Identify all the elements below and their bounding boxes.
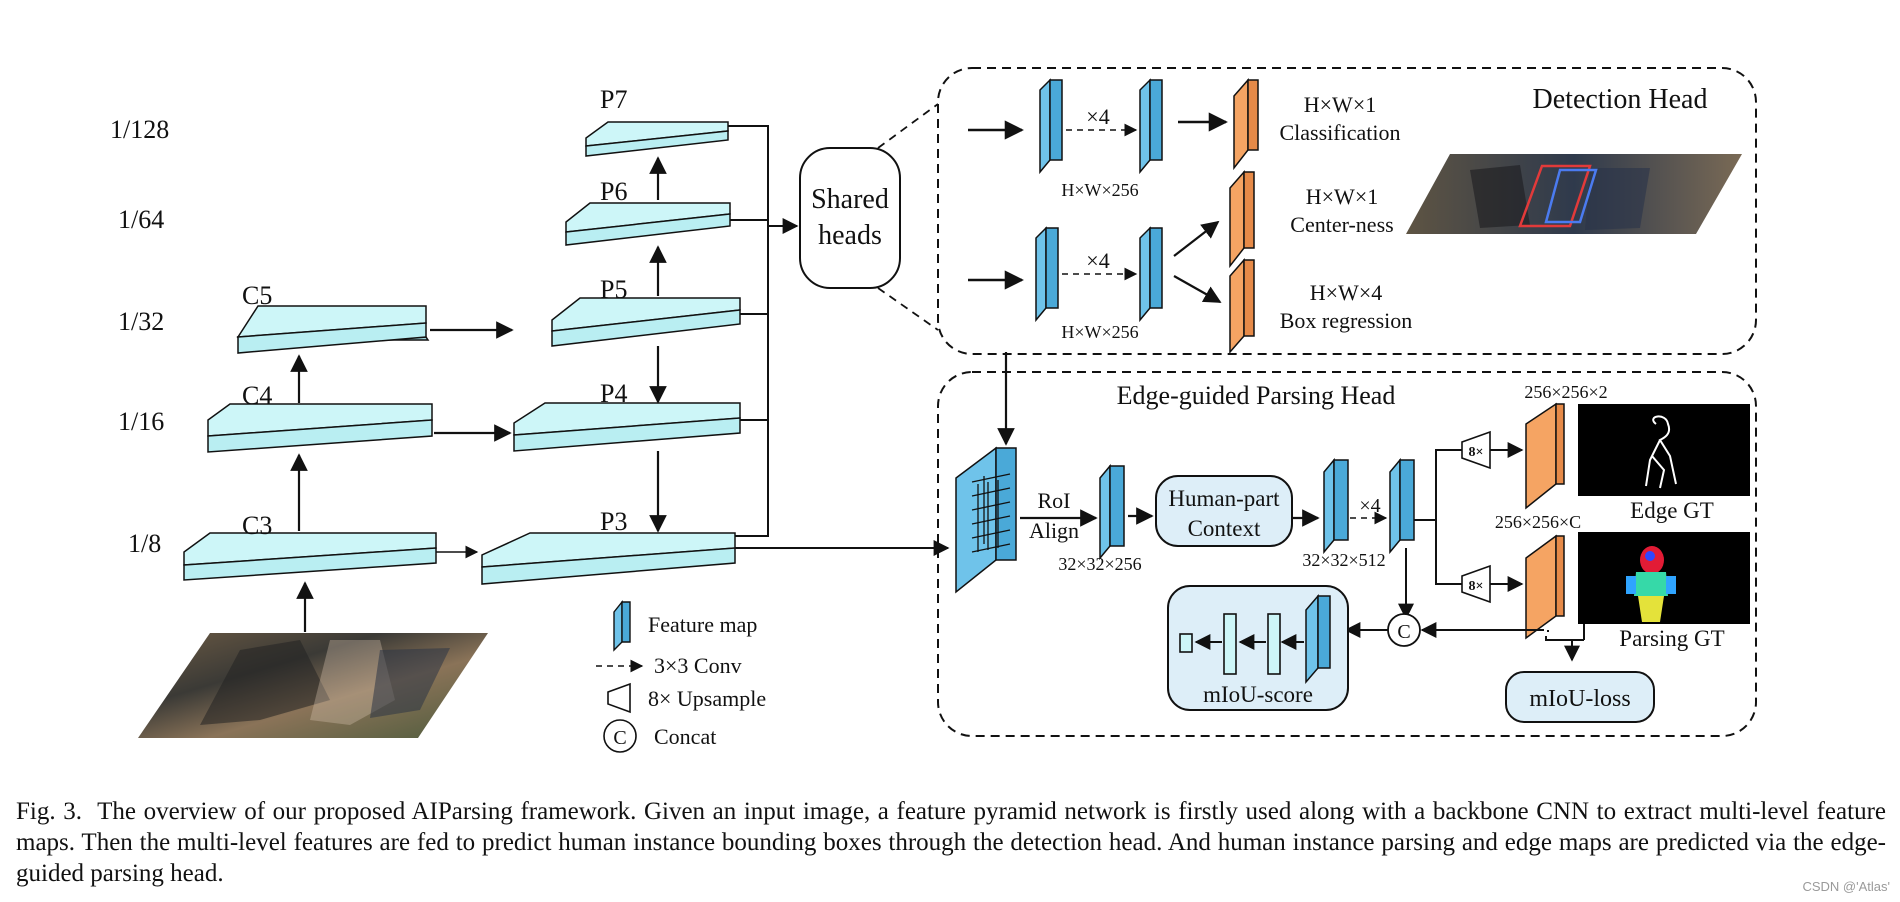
- feature-map: [1323, 457, 1335, 555]
- detection-output-image: [1406, 154, 1742, 234]
- legend-feature-map-icon: [613, 600, 623, 652]
- backbone-label: C4: [242, 381, 272, 410]
- scale-label: 1/128: [110, 115, 169, 144]
- concat-symbol: C: [1397, 621, 1410, 643]
- miou-score-box: [1167, 585, 1349, 711]
- feature-map: [1305, 593, 1319, 685]
- fpn-p3: [481, 532, 736, 585]
- input-image: [138, 633, 488, 738]
- fpn-p5: [551, 297, 741, 347]
- legend-feature-map: Feature map: [648, 612, 757, 637]
- roi-align-line2: Align: [1029, 518, 1079, 543]
- edge-output-map: [1525, 402, 1557, 510]
- shared-heads-line2: heads: [818, 220, 882, 251]
- feature-map: [1389, 457, 1401, 555]
- roi-align-line1: RoI: [1038, 488, 1071, 513]
- output-map: [1229, 258, 1245, 354]
- output-map: [1229, 170, 1245, 269]
- cls-dim: H×W×1: [1304, 92, 1376, 117]
- backbone-label: C5: [242, 281, 272, 310]
- scale-label: 1/16: [118, 407, 164, 436]
- backbone-c4: [207, 403, 433, 453]
- miou-loss-box: [1505, 671, 1655, 723]
- figure-caption: Fig. 3. The overview of our proposed AIP…: [16, 796, 1886, 889]
- legend-concat-symbol: C: [613, 727, 626, 749]
- box-label: Box regression: [1280, 308, 1413, 333]
- scale-labels: 1/128 1/64 1/32 1/16 1/8: [110, 115, 169, 558]
- roi-dim: 32×32×256: [1058, 554, 1141, 574]
- ctr-dim: H×W×1: [1306, 184, 1378, 209]
- backbone-label: C3: [242, 511, 272, 540]
- legend-upsample-icon: [607, 682, 631, 714]
- miou-loss-label: mIoU-loss: [1529, 686, 1630, 712]
- pyramid-label: P6: [600, 177, 627, 206]
- edge-dim: 256×256×2: [1524, 382, 1607, 402]
- detection-dim: H×W×256: [1061, 322, 1138, 342]
- parsing-head: Edge-guided Parsing Head RoI Align 32×32…: [937, 371, 1757, 737]
- parsing-title: Edge-guided Parsing Head: [1117, 381, 1396, 410]
- pyramid-label: P5: [600, 275, 627, 304]
- roi-input-feature-map: [955, 446, 1017, 594]
- shared-heads-box: Shared heads: [799, 147, 901, 289]
- context-dim: 32×32×512: [1302, 550, 1385, 570]
- fc-layer: [1267, 613, 1281, 675]
- fc-layer: [1223, 613, 1237, 675]
- fpn-p7: [585, 121, 729, 157]
- detection-dim: H×W×256: [1061, 180, 1138, 200]
- cls-label: Classification: [1280, 120, 1401, 145]
- scale-label: 1/8: [128, 529, 161, 558]
- upsample-label: 8×: [1469, 579, 1484, 594]
- score-output: [1179, 633, 1193, 653]
- parsing-output-map: [1525, 534, 1557, 640]
- feature-map: [1039, 78, 1051, 175]
- fpn-p4: [513, 402, 741, 452]
- figure-caption-text: The overview of our proposed AIParsing f…: [16, 798, 1886, 887]
- parse-dim: 256×256×C: [1495, 512, 1581, 532]
- parsing-repeat: ×4: [1359, 495, 1380, 517]
- detection-repeat: ×4: [1086, 104, 1109, 129]
- legend-conv: 3×3 Conv: [654, 653, 742, 678]
- legend-concat: Concat: [654, 724, 716, 749]
- legend: Feature map 3×3 Conv 8× Upsample C Conca…: [596, 600, 766, 753]
- pyramid-label: P7: [600, 85, 627, 114]
- aiparsing-architecture-diagram: 1/128 1/64 1/32 1/16 1/8 C5 C4 C3: [110, 67, 1757, 753]
- shared-heads-line1: Shared: [811, 184, 889, 215]
- miou-score-label: mIoU-score: [1203, 682, 1313, 707]
- context-line1: Human-part: [1168, 486, 1280, 511]
- box-dim: H×W×4: [1310, 280, 1382, 305]
- feature-map: [1139, 226, 1151, 323]
- watermark: CSDN @'Atlas': [1802, 879, 1890, 894]
- backbone-c3: [183, 532, 437, 581]
- edge-gt-image: [1578, 404, 1750, 496]
- legend-concat-icon: [603, 719, 637, 753]
- output-map: [1233, 78, 1249, 171]
- detection-head: Detection Head ×4 H×W×256 H×W×1 Classifi…: [937, 67, 1757, 355]
- feature-map: [1035, 226, 1047, 323]
- legend-upsample: 8× Upsample: [648, 686, 766, 711]
- scale-label: 1/32: [118, 307, 164, 336]
- ctr-label: Center-ness: [1290, 212, 1393, 237]
- feature-map: [1139, 78, 1151, 175]
- parsing-gt-label: Parsing GT: [1619, 626, 1724, 651]
- edge-gt-label: Edge GT: [1630, 498, 1714, 523]
- backbone-c5: [236, 305, 430, 354]
- upsample-icon: 8×: [1461, 430, 1491, 470]
- human-part-context-box: [1155, 475, 1293, 547]
- parsing-gt-image: [1578, 532, 1750, 624]
- pyramid-label: P4: [600, 379, 627, 408]
- scale-label: 1/64: [118, 205, 164, 234]
- detection-title: Detection Head: [1533, 84, 1708, 115]
- fpn-p6: [565, 202, 731, 246]
- feature-map: [1099, 463, 1111, 561]
- pyramid-label: P3: [600, 507, 627, 536]
- detection-repeat: ×4: [1086, 248, 1109, 273]
- upsample-label: 8×: [1469, 445, 1484, 460]
- upsample-icon: 8×: [1461, 564, 1491, 604]
- context-line2: Context: [1188, 516, 1261, 541]
- figure-number: Fig. 3.: [16, 798, 82, 825]
